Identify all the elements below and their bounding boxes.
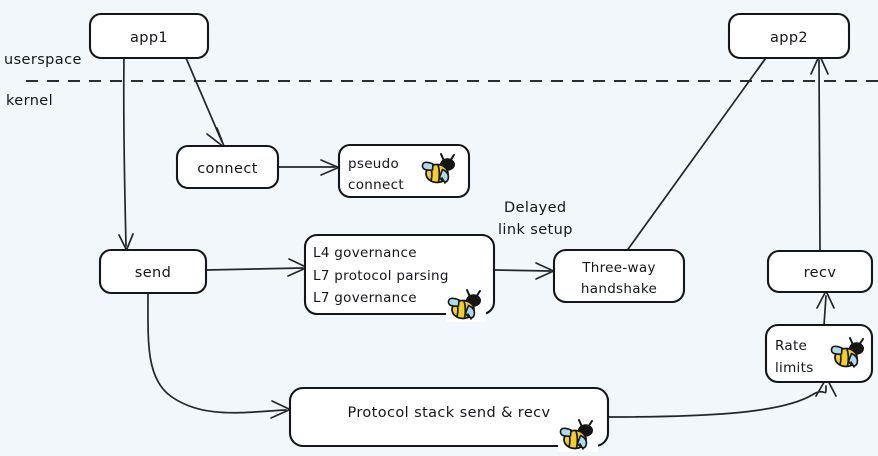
node-pseudo-connect-label-line1: pseudo	[348, 156, 399, 172]
edge-protocol-stack-to-rate-limits	[607, 377, 837, 418]
node-rate-limits-label-line2: limits	[775, 360, 814, 376]
node-recv-box[interactable]	[766, 249, 874, 294]
node-send-label: send	[135, 265, 171, 281]
edge-app1-to-connect	[185, 57, 226, 149]
annotation-delayed-link-setup-line2: link setup	[498, 222, 573, 238]
edge-send-to-governance	[205, 258, 308, 277]
node-app2-label: app2	[770, 30, 808, 46]
node-protocol-stack-label: Protocol stack send & recv	[347, 405, 550, 421]
node-pseudo-connect-label-line2: connect	[348, 177, 404, 193]
node-handshake-label-line2: handshake	[581, 281, 657, 297]
bee-icon	[419, 151, 461, 187]
node-app1[interactable]: app1	[88, 12, 210, 60]
node-handshake-box[interactable]	[552, 248, 686, 304]
kernel-label: kernel	[6, 93, 53, 109]
annotation-delayed-link-setup-line1: Delayed	[504, 200, 567, 216]
node-governance-label-line1: L4 governance	[313, 245, 417, 261]
edge-recv-to-app2	[810, 54, 829, 252]
node-app1-label: app1	[130, 30, 168, 46]
node-governance-label-line2: L7 protocol parsing	[313, 268, 449, 284]
node-rate-limits[interactable]: Rate limits	[764, 323, 874, 384]
node-send[interactable]: send	[98, 248, 208, 295]
annotation-delayed-link-setup: Delayed link setup	[498, 200, 573, 238]
node-recv[interactable]: recv	[766, 249, 874, 294]
edge-rate-limits-to-recv	[816, 290, 835, 326]
bee-icon	[557, 417, 599, 453]
node-rate-limits-label-line1: Rate	[775, 338, 807, 354]
node-app2[interactable]: app2	[727, 12, 851, 60]
node-connect[interactable]: connect	[175, 144, 280, 190]
node-connect-box[interactable]	[175, 144, 280, 190]
node-app2-box[interactable]	[727, 12, 851, 60]
node-recv-label: recv	[804, 265, 837, 281]
edge-governance-to-handshake	[493, 262, 555, 280]
node-handshake-label-line1: Three-way	[581, 260, 656, 276]
bee-icon	[445, 287, 487, 323]
node-send-box[interactable]	[98, 248, 208, 295]
node-protocol-stack-box[interactable]	[288, 386, 610, 448]
node-connect-label: connect	[197, 161, 258, 177]
edge-send-to-protocol-stack	[147, 292, 291, 419]
node-pseudo-connect[interactable]: pseudo connect	[337, 143, 471, 199]
node-protocol-stack[interactable]: Protocol stack send & recv	[288, 386, 610, 453]
bee-icon	[828, 335, 870, 371]
node-app1-box[interactable]	[88, 12, 210, 60]
edge-connect-to-pseudo-connect	[277, 159, 340, 176]
node-governance[interactable]: L4 governance L7 protocol parsing L7 gov…	[303, 233, 496, 323]
node-governance-label-line3: L7 governance	[313, 290, 417, 306]
edge-app1-to-send	[118, 57, 134, 251]
userspace-label: userspace	[4, 52, 82, 68]
node-handshake[interactable]: Three-way handshake	[552, 248, 686, 304]
